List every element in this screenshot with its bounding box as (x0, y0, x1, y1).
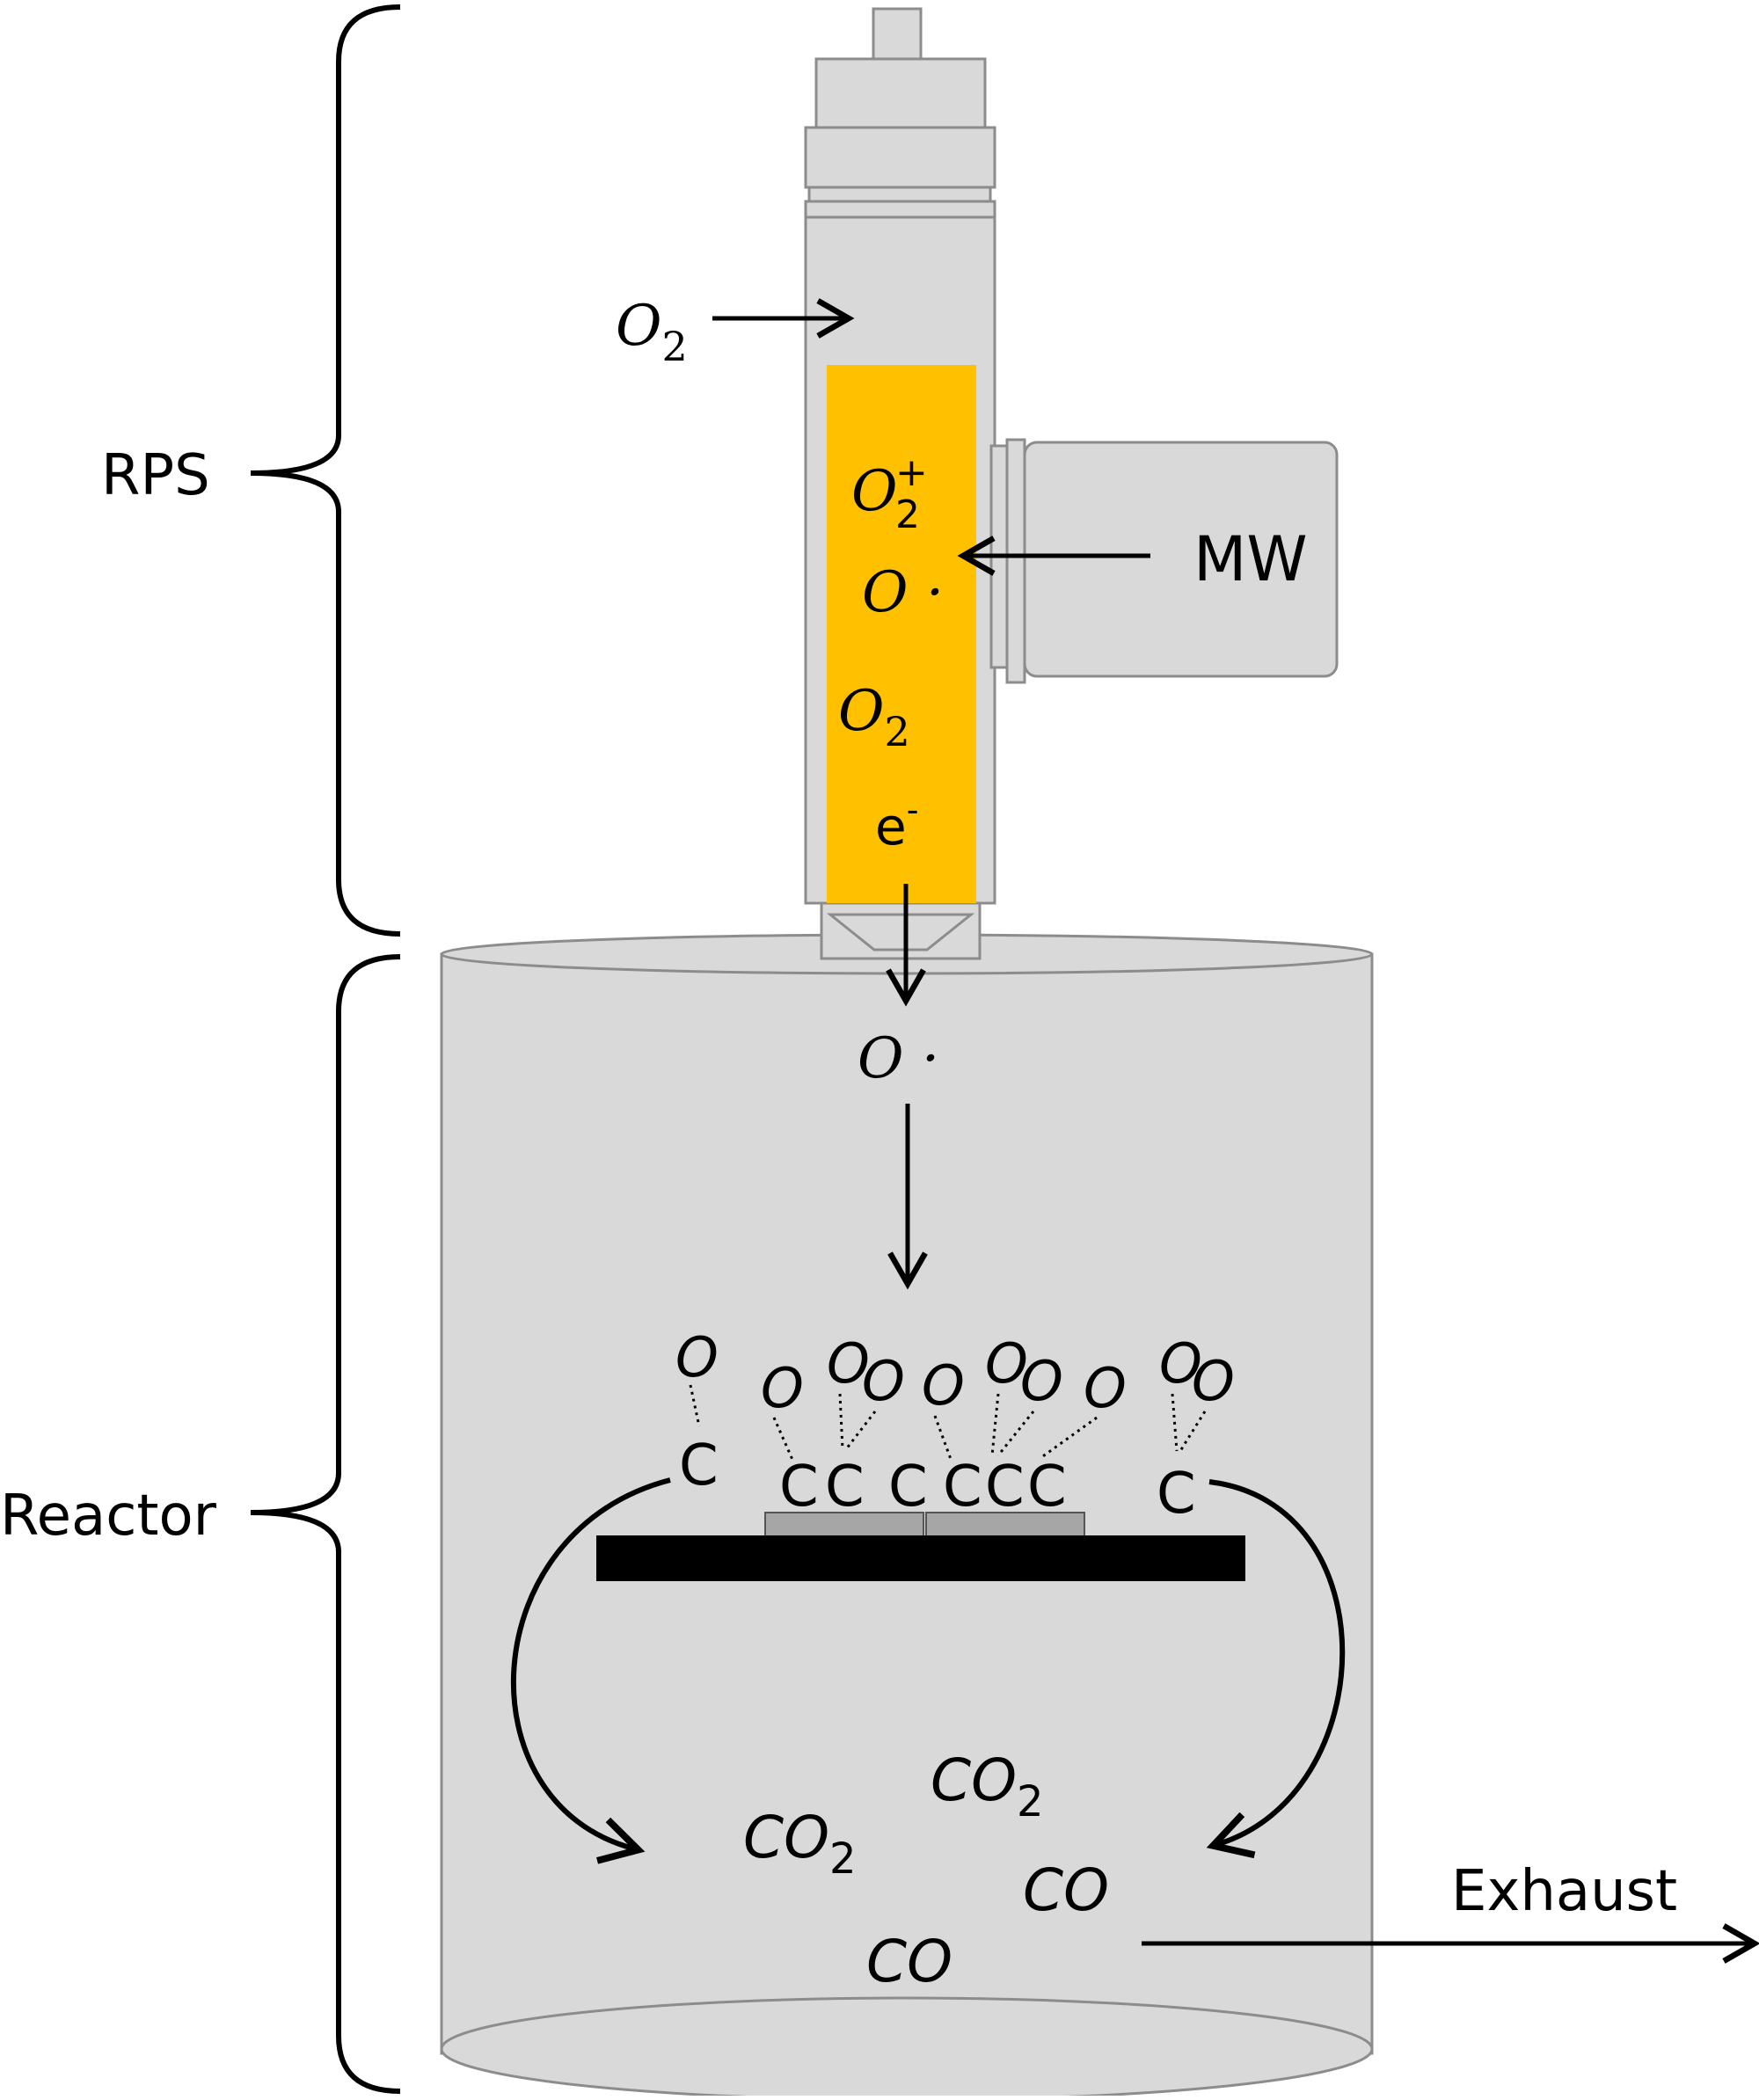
left-curved-arrow (510, 1477, 671, 1864)
rps-brace (250, 4, 401, 937)
product-co2: CO2 (931, 1746, 1044, 1827)
nozzle-cone (826, 913, 975, 952)
o2-plus-ion: O (851, 459, 897, 524)
surface-oxygen-group: O O O O O O O O O O (675, 1325, 1235, 1420)
oxygen-atom: O (827, 1331, 870, 1396)
oxygen-atom: O (1159, 1331, 1202, 1396)
o2-source: O2 (838, 679, 910, 755)
o-radical-reactor: O · (858, 1026, 939, 1091)
carbon-atom: C (888, 1455, 928, 1520)
product-co2: CO2 (743, 1804, 857, 1884)
carbon-atom: C (985, 1455, 1025, 1520)
carbon-atom: C (825, 1455, 865, 1520)
oxygen-atom: O (1084, 1356, 1127, 1420)
product-co: CO (1023, 1856, 1109, 1924)
rps-label: RPS (101, 443, 210, 508)
carbon-atom: C (679, 1433, 719, 1498)
right-curved-arrow (1206, 1479, 1346, 1859)
mw-waveguide (989, 438, 1339, 684)
oxygen-atom: O (985, 1331, 1028, 1396)
reactor-label: Reactor (0, 1484, 217, 1549)
product-co: CO (866, 1928, 952, 1995)
exhaust-label: Exhaust (1451, 1859, 1677, 1924)
plasma-region (827, 365, 976, 903)
carbon-atom: C (1157, 1462, 1196, 1527)
dotted-bonds (689, 1384, 1207, 1462)
o2-inlet-label: O2 (616, 294, 688, 370)
products-group: CO2 CO2 CO CO (743, 1746, 1109, 1995)
o2-plus-subscript: 2 (895, 492, 920, 537)
carbon-atom: C (1027, 1455, 1067, 1520)
reactor-brace (250, 954, 401, 2094)
electron: e- (875, 791, 918, 857)
carbon-atom: C (943, 1455, 982, 1520)
oxygen-atom: O (675, 1325, 719, 1389)
carbon-atom: C (779, 1455, 819, 1520)
oxygen-atom: O (862, 1349, 905, 1413)
o-radical-source: O · (862, 560, 944, 625)
o2-plus-superscript: + (895, 450, 928, 495)
oxygen-atom: O (922, 1353, 965, 1418)
oxygen-atom: O (1192, 1349, 1235, 1413)
substrate (596, 1535, 1245, 1581)
mw-label: MW (1193, 523, 1308, 595)
oxygen-atom: O (1020, 1349, 1063, 1413)
oxygen-atom: O (761, 1356, 804, 1420)
surface-carbon-group: C C C C C C C C (679, 1433, 1196, 1527)
